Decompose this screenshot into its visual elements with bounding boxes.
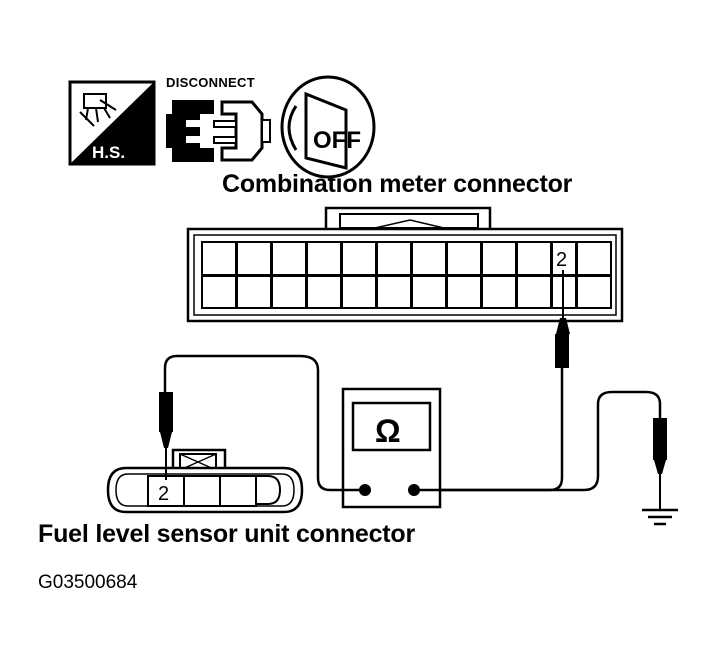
hs-label: H.S. [92, 143, 125, 162]
figure-code: G03500684 [38, 572, 138, 593]
harness-sensor-icon: H.S. [68, 80, 156, 166]
ground-probe [414, 390, 678, 526]
ohmmeter: Ω [341, 387, 442, 509]
disconnect-icon [166, 100, 271, 162]
sensor-probe [159, 354, 365, 492]
ignition-label: OFF [313, 127, 361, 154]
combination-meter-connector: 2 [186, 206, 624, 323]
fuel-sensor-label: Fuel level sensor unit connector [38, 520, 416, 548]
disconnect-label: DISCONNECT [166, 75, 255, 90]
combination-meter-label: Combination meter connector [222, 170, 573, 198]
fuel-sensor-connector: 2 [106, 448, 304, 514]
meter-terminal-number: 2 [556, 249, 567, 271]
ohm-symbol: Ω [375, 413, 401, 449]
ignition-off-icon: OFF [280, 75, 376, 179]
sensor-terminal-number: 2 [158, 483, 169, 505]
